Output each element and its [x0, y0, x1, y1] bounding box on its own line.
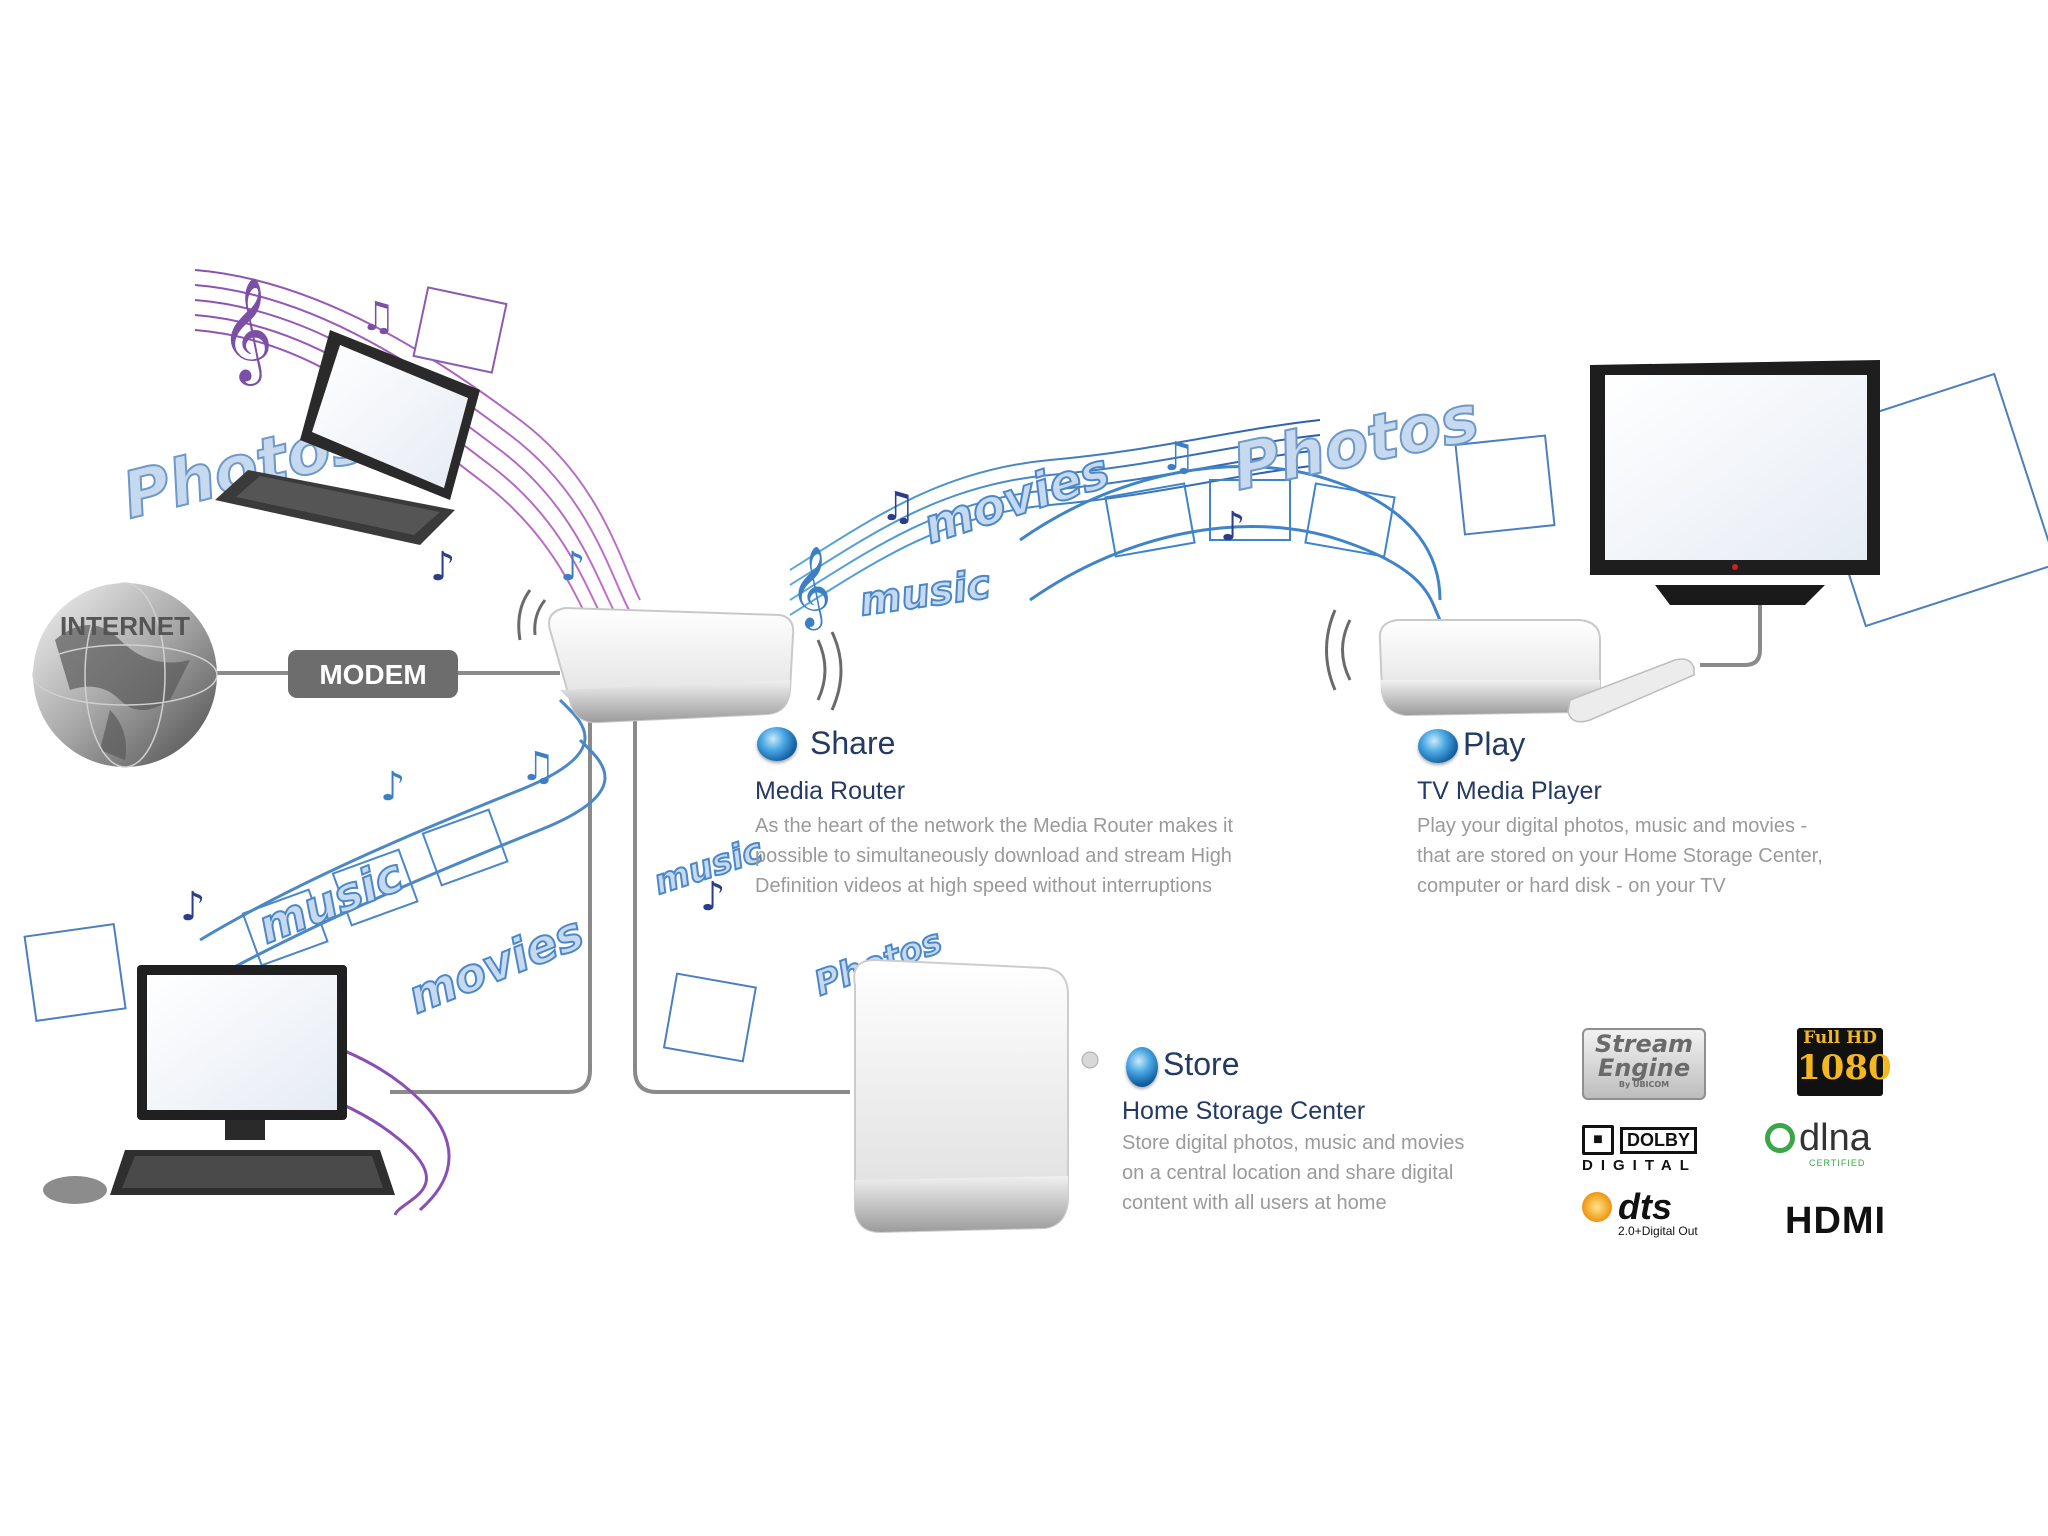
share-bullet-icon	[757, 727, 797, 761]
dts-sub: 2.0+Digital Out	[1618, 1224, 1698, 1238]
share-line: As the heart of the network the Media Ro…	[755, 815, 1234, 837]
share-device-name: Media Router	[755, 777, 906, 805]
full-hd-line1: Full HD	[1803, 1028, 1877, 1048]
share-line: possible to simultaneously download and …	[755, 845, 1232, 867]
store-device-name: Home Storage Center	[1122, 1097, 1366, 1125]
svg-text:𝄞: 𝄞	[220, 277, 273, 386]
tv-device	[1590, 360, 1880, 605]
svg-text:♪: ♪	[380, 764, 406, 810]
doodle-photos-center: Photos	[1226, 382, 1485, 506]
dts-logo: dts 2.0+Digital Out	[1582, 1186, 1712, 1242]
play-bullet-icon	[1418, 729, 1458, 763]
store-line: content with all users at home	[1122, 1192, 1387, 1214]
store-line: on a central location and share digital	[1122, 1162, 1454, 1184]
hdmi-logo: HDMI	[1785, 1200, 1887, 1242]
svg-text:𝄞: 𝄞	[790, 545, 831, 630]
stream-engine-logo: Stream Engine By UBICOM	[1582, 1028, 1706, 1100]
svg-text:♫: ♫	[880, 484, 916, 530]
svg-text:♪: ♪	[700, 874, 726, 920]
doodle-music-center: music	[857, 561, 994, 625]
svg-text:♪: ♪	[180, 884, 206, 930]
stream-engine-by: By UBICOM	[1618, 1080, 1670, 1089]
store-title: Store	[1163, 1046, 1240, 1082]
dlna-sub: CERTIFIED	[1809, 1158, 1866, 1168]
svg-text:♫: ♫	[360, 294, 396, 340]
stream-engine-line1: Stream	[1594, 1030, 1694, 1058]
play-line: that are stored on your Home Storage Cen…	[1417, 845, 1823, 867]
film-strip-lower-left	[199, 698, 607, 982]
play-line: computer or hard disk - on your TV	[1417, 875, 1726, 897]
connection-lines	[210, 602, 1762, 1094]
svg-text:♫: ♫	[520, 744, 556, 790]
svg-text:♪: ♪	[1220, 504, 1246, 550]
desktop-computer	[43, 965, 395, 1204]
dolby-brand: DOLBY	[1620, 1126, 1697, 1154]
play-device-name: TV Media Player	[1417, 777, 1602, 805]
media-router-device	[517, 589, 843, 724]
play-title: Play	[1463, 726, 1526, 762]
doodle-movies-center: movies	[916, 443, 1116, 556]
stream-engine-line2: Engine	[1597, 1054, 1691, 1082]
share-line: Definition videos at high speed without …	[755, 875, 1212, 897]
store-line: Store digital photos, music and movies	[1122, 1132, 1465, 1154]
tv-media-player-device	[1325, 609, 1695, 723]
share-description: As the heart of the network the Media Ro…	[755, 811, 1295, 901]
store-bullet-icon	[1126, 1047, 1158, 1087]
music-staff-top-left	[194, 269, 641, 643]
dlna-logo: dlna CERTIFIED	[1765, 1118, 1890, 1168]
dts-brand: dts	[1618, 1186, 1672, 1227]
full-hd-1080-logo: Full HD 1080	[1797, 1028, 1892, 1096]
play-line: Play your digital photos, music and movi…	[1417, 815, 1808, 837]
modem-badge: MODEM	[288, 650, 458, 698]
home-storage-center-device	[853, 958, 1099, 1234]
dlna-brand: dlna	[1799, 1117, 1871, 1159]
share-title: Share	[810, 725, 896, 761]
laptop-device	[215, 330, 480, 545]
doodle-music-lower-left: music	[250, 848, 410, 955]
internet-globe: INTERNET	[32, 582, 218, 768]
dolby-digital-logo: ■ DOLBY DIGITAL	[1582, 1125, 1704, 1174]
internet-label: INTERNET	[60, 611, 190, 641]
dolby-double-d-icon: ■	[1582, 1125, 1614, 1155]
doodle-movies-lower-left: movies	[400, 905, 591, 1024]
dolby-sub: DIGITAL	[1582, 1157, 1697, 1174]
svg-text:♪: ♪	[560, 544, 586, 590]
full-hd-line2: 1080	[1797, 1048, 1892, 1088]
music-staff-center	[789, 419, 1321, 616]
play-description: Play your digital photos, music and movi…	[1417, 811, 1957, 901]
modem-label: MODEM	[319, 659, 426, 690]
store-description: Store digital photos, music and movies o…	[1122, 1128, 1662, 1218]
dlna-swirl-icon	[1765, 1123, 1795, 1153]
svg-text:♪: ♪	[430, 544, 456, 590]
film-strip-center	[1019, 465, 1442, 621]
dts-disc-icon	[1582, 1192, 1612, 1222]
svg-text:♫: ♫	[1160, 434, 1196, 480]
